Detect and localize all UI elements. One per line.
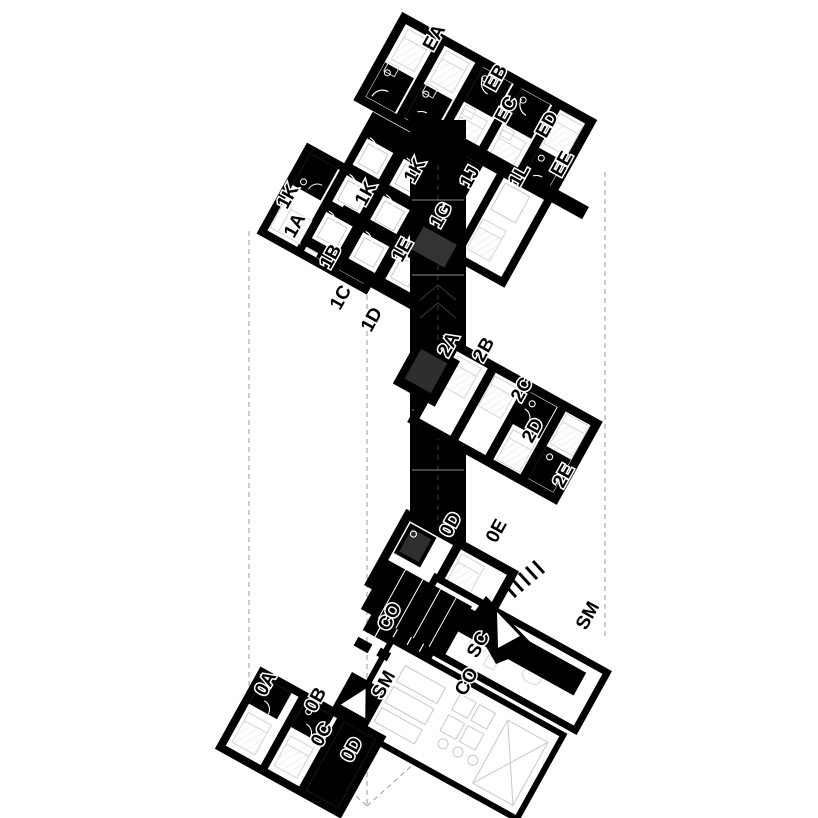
spine-base-junction: [360, 560, 472, 656]
podium-service-bar: [341, 559, 613, 818]
wing-level-2: [392, 338, 603, 505]
wing-level-E: [353, 11, 598, 220]
wing-level-0-left: [214, 609, 416, 818]
